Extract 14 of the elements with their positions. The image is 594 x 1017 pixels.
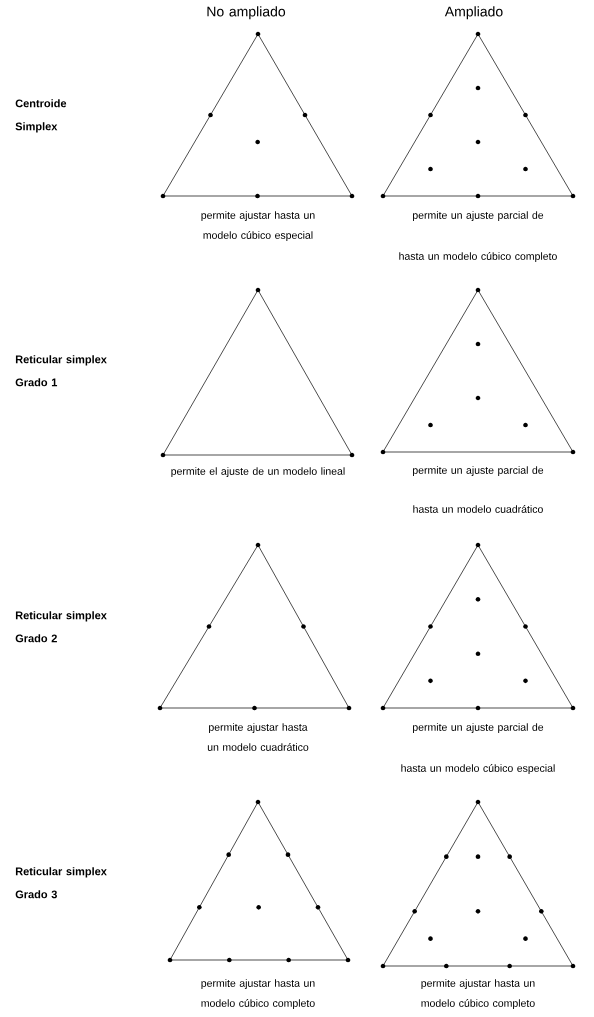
column-heading: Ampliado [444,6,503,20]
caption-text: permite un ajuste parcial de hasta un modelo cúbico especial [401,723,555,774]
caption-text: permite ajustar hasta un modelo cúbico completo [201,979,315,1009]
caption-text: permite el ajuste de un modelo lineal [171,467,345,477]
row-heading: Reticular simplex Grado 3 [15,867,107,899]
caption-text: permite ajustar hasta un modelo cuadrático [207,723,309,751]
row-heading: Centroide Simplex [15,99,67,133]
caption-text: permite un ajuste parcial de hasta un modelo cuadrático [413,466,544,513]
row-heading: Reticular simplex Grado 2 [15,611,107,643]
column-heading: No ampliado [207,6,286,20]
caption-text: permite ajustar hasta un modelo cúbico completo [421,979,535,1009]
row-heading: Reticular simplex Grado 1 [15,355,107,387]
caption-text: permite ajustar hasta un modelo cúbico especial [201,211,315,241]
caption-text: permite un ajuste parcial de hasta un modelo cúbico completo [399,211,557,262]
